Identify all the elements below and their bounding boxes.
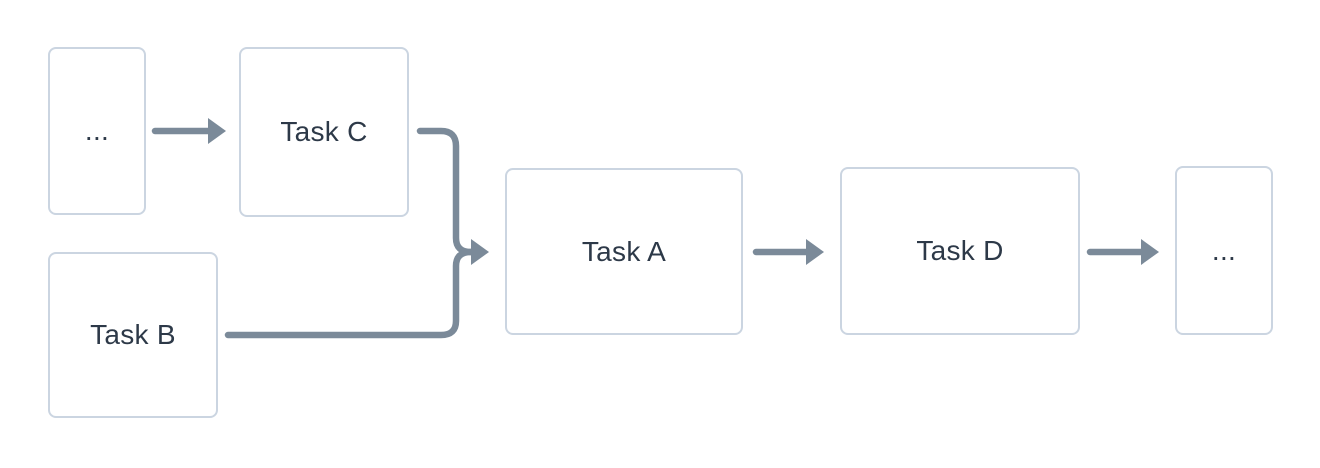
node-end-ellipsis: ... xyxy=(1175,166,1273,335)
node-task-b: Task B xyxy=(48,252,218,418)
arrowhead-task-d-to-end xyxy=(1141,239,1159,265)
node-task-c-label: Task C xyxy=(280,116,368,147)
node-task-d: Task D xyxy=(840,167,1080,335)
node-task-a-label: Task A xyxy=(581,235,667,267)
arrowhead-task-a-to-task-d xyxy=(806,239,824,265)
node-task-c: Task C xyxy=(239,47,409,217)
edge-task-c-to-task-a xyxy=(416,127,476,256)
node-task-a: Task A xyxy=(505,168,743,335)
edge-task-b-to-task-a xyxy=(224,248,476,339)
node-end-ellipsis-label: ... xyxy=(1211,234,1237,266)
node-start-ellipsis: ... xyxy=(48,47,146,215)
node-task-b-label: Task B xyxy=(90,319,176,350)
node-task-d-label: Task D xyxy=(916,235,1004,266)
arrowhead-start-to-task-c xyxy=(208,118,226,144)
node-start-ellipsis-label: ... xyxy=(84,115,110,146)
arrowhead-merge-to-task-a xyxy=(471,239,489,265)
